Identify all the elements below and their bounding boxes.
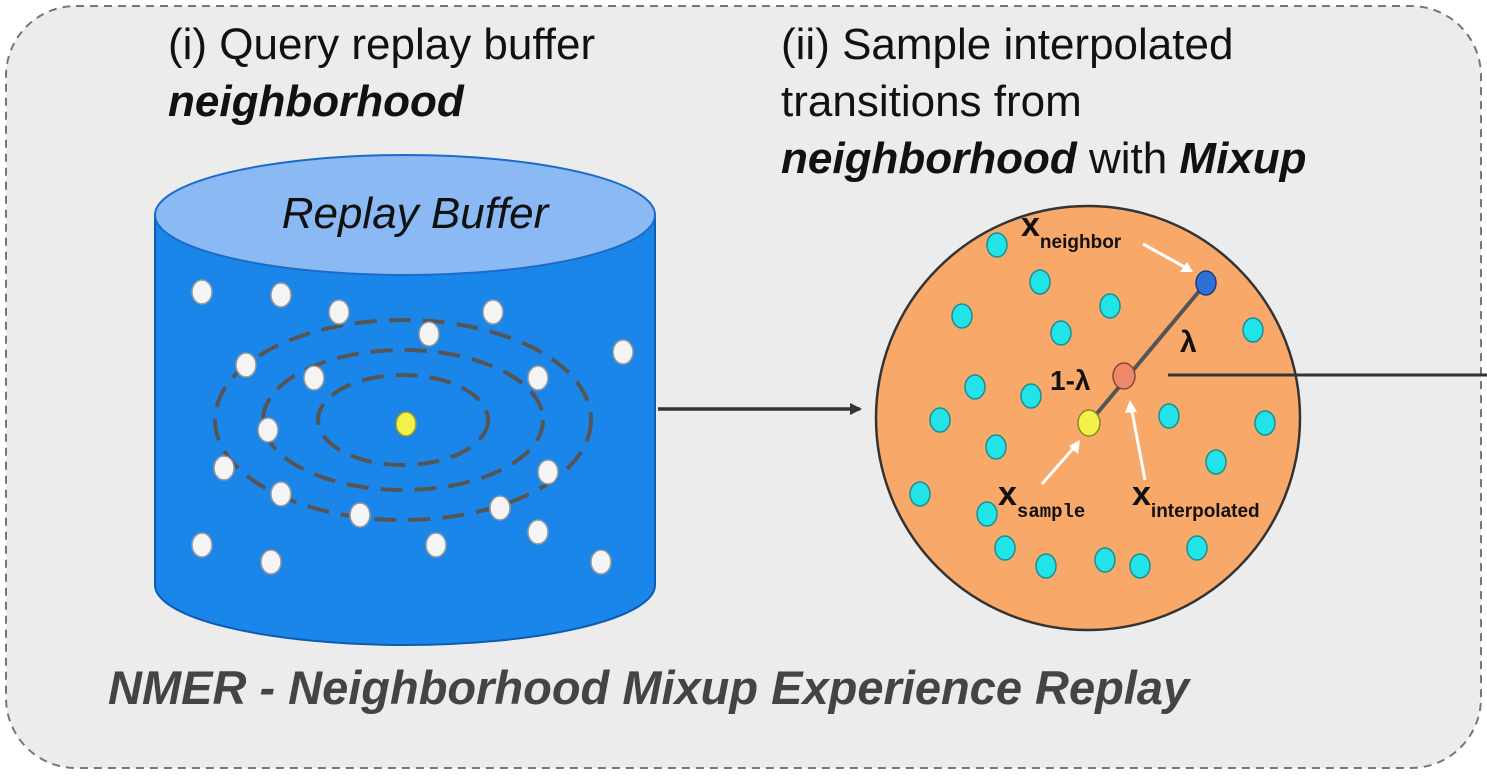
neighbor-pointer-head (1180, 262, 1193, 272)
sample-pointer-head (1069, 440, 1080, 454)
neighbor-point (1029, 269, 1051, 295)
neighborhood-ring-middle (261, 348, 545, 492)
interp-pointer-head (1125, 400, 1137, 413)
step-one-emphasis: neighborhood (168, 77, 464, 126)
transition-dot (257, 417, 279, 443)
transition-dot (260, 549, 282, 575)
neighbor-point (951, 303, 973, 329)
neighbor-point (1020, 383, 1042, 409)
sample-label: xsample (998, 475, 1085, 523)
neighbor-point (929, 407, 951, 433)
step-one-line1: (i) Query replay buffer (168, 20, 596, 69)
neighbor-point (964, 374, 986, 400)
lambda-label: λ (1180, 326, 1197, 359)
transition-dot (489, 495, 511, 521)
transition-dot (303, 365, 325, 391)
neighbor-point (1094, 547, 1116, 573)
neighbor-point (986, 232, 1008, 258)
transition-dot (425, 532, 447, 558)
neighbor-point (985, 434, 1007, 460)
neighbor-point (909, 481, 931, 507)
step-two-caption: (ii) Sample interpolated transitions fro… (781, 16, 1307, 187)
neighborhood-ring-inner (316, 373, 490, 467)
transition-dot (537, 459, 559, 485)
neighborhood-circle-group: xneighbor λ 1-λ xsample xinterpolated (874, 204, 1302, 632)
neighbor-point (1158, 403, 1180, 429)
transition-dot (235, 352, 257, 378)
buffer-transitions (191, 279, 634, 575)
step-two-emphasis-neighborhood: neighborhood (781, 134, 1077, 183)
interpolated-label: xinterpolated (1132, 475, 1260, 522)
neighbor-point (1254, 410, 1276, 436)
neighborhood-points (909, 232, 1276, 579)
transition-dot (270, 481, 292, 507)
sample-pointer-arrow (1040, 443, 1079, 485)
step-two-emphasis-mixup: Mixup (1179, 134, 1307, 183)
neighborhood-ring-outer (213, 318, 593, 522)
neighbor-label: xneighbor (1021, 206, 1122, 253)
step-two-line1: (ii) Sample interpolated (781, 20, 1234, 69)
diagram-title: NMER - Neighborhood Mixup Experience Rep… (108, 661, 1190, 714)
transition-dot (349, 502, 371, 528)
neighbor-point (1129, 553, 1151, 579)
neighbor-dot (1195, 270, 1217, 296)
cylinder-top (154, 154, 656, 276)
replay-buffer-cylinder: Replay Buffer (154, 154, 656, 646)
neighbor-point (1035, 553, 1057, 579)
transition-dot (418, 321, 440, 347)
transition-dot (590, 549, 612, 575)
neighbor-point (1099, 293, 1121, 319)
transition-dot (213, 455, 235, 481)
interp-pointer-arrow (1129, 405, 1147, 481)
neighbor-point (976, 501, 998, 527)
query-sample-dot (395, 411, 417, 437)
neighbor-pointer-arrow (1142, 242, 1191, 272)
neighbor-point (1242, 317, 1264, 343)
transition-dot (527, 519, 549, 545)
transition-dot (482, 299, 504, 325)
transition-dot (527, 365, 549, 391)
step-two-line2: transitions from (781, 77, 1082, 126)
interpolation-line (1087, 281, 1208, 425)
neighbor-point (1050, 320, 1072, 346)
sample-dot (1077, 409, 1101, 437)
transition-dot (612, 339, 634, 365)
neighbor-point (1205, 449, 1227, 475)
step-two-with: with (1076, 134, 1180, 183)
transition-dot (191, 532, 213, 558)
replay-buffer-label: Replay Buffer (282, 189, 551, 238)
one-minus-lambda-label: 1-λ (1050, 365, 1091, 396)
step-one-caption: (i) Query replay buffer neighborhood (168, 16, 595, 130)
transition-dot (270, 282, 292, 308)
neighbor-point (994, 535, 1016, 561)
transition-dot (191, 279, 213, 305)
neighbor-point (1186, 535, 1208, 561)
transition-dot (328, 299, 350, 325)
interpolated-dot (1112, 362, 1136, 390)
